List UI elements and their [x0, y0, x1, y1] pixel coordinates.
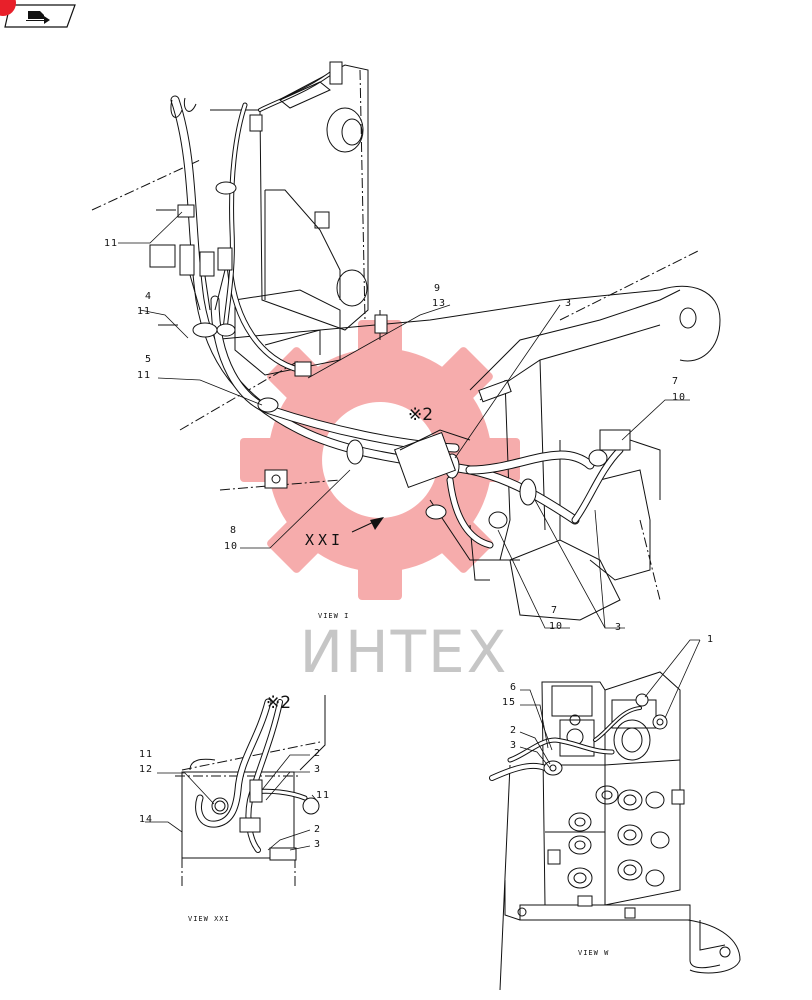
callout-13: 13 — [432, 298, 446, 309]
callout-w-3: 3 — [510, 740, 517, 751]
callout-xxi-11-right: 11 — [316, 790, 330, 801]
callout-3-top: 3 — [565, 298, 572, 309]
callout-w-6: 6 — [510, 682, 517, 693]
callout-leaders-w — [519, 639, 701, 769]
watermark: ИНТЕХ — [240, 320, 520, 686]
callout-4: 4 — [145, 291, 152, 302]
callout-xxi-11: 11 — [139, 749, 153, 760]
callout-leaders-xxi — [145, 754, 319, 851]
callout-xxi-2-top: 2 — [314, 748, 321, 759]
callout-w-1: 1 — [707, 634, 714, 645]
callout-11-low: 11 — [137, 370, 151, 381]
callout-xxi-2-bottom: 2 — [314, 824, 321, 835]
detail-view-xxi-drawing — [175, 695, 326, 888]
return-nav-button[interactable] — [4, 4, 76, 28]
callout-7-right: 7 — [672, 376, 679, 387]
callout-11-mid: 11 — [137, 306, 151, 317]
callout-10-right: 10 — [672, 392, 686, 403]
view-label-xxi: VIEW XXI — [188, 915, 230, 923]
callout-10-bottom: 10 — [549, 621, 563, 632]
callout-5: 5 — [145, 354, 152, 365]
callout-leaders-main — [118, 211, 690, 629]
callout-3-bottom: 3 — [615, 622, 622, 633]
callout-xxi-3-bottom: 3 — [314, 839, 321, 850]
callout-w-2: 2 — [510, 725, 517, 736]
callout-xxi-14: 14 — [139, 814, 153, 825]
callout-8: 8 — [230, 525, 237, 536]
main-view-drawing — [91, 61, 721, 621]
watermark-text: ИНТЕХ — [300, 618, 509, 686]
view-label-main: VIEW I — [318, 612, 349, 620]
note-marker-xxi: ※2 — [266, 693, 291, 713]
callout-xxi-3-top: 3 — [314, 764, 321, 775]
section-ref-label: XXI — [305, 531, 344, 549]
red-corner-badge — [0, 0, 16, 16]
callout-9: 9 — [434, 283, 441, 294]
callout-7-bottom: 7 — [551, 605, 558, 616]
detail-view-w-drawing — [489, 671, 741, 991]
callout-10-left: 10 — [224, 541, 238, 552]
view-label-w: VIEW W — [578, 949, 609, 957]
callout-xxi-12: 12 — [139, 764, 153, 775]
return-arrow-icon — [26, 11, 50, 24]
callout-11-top: 11 — [104, 238, 118, 249]
note-marker-main: ※2 — [408, 405, 433, 425]
callout-w-15: 15 — [502, 697, 516, 708]
